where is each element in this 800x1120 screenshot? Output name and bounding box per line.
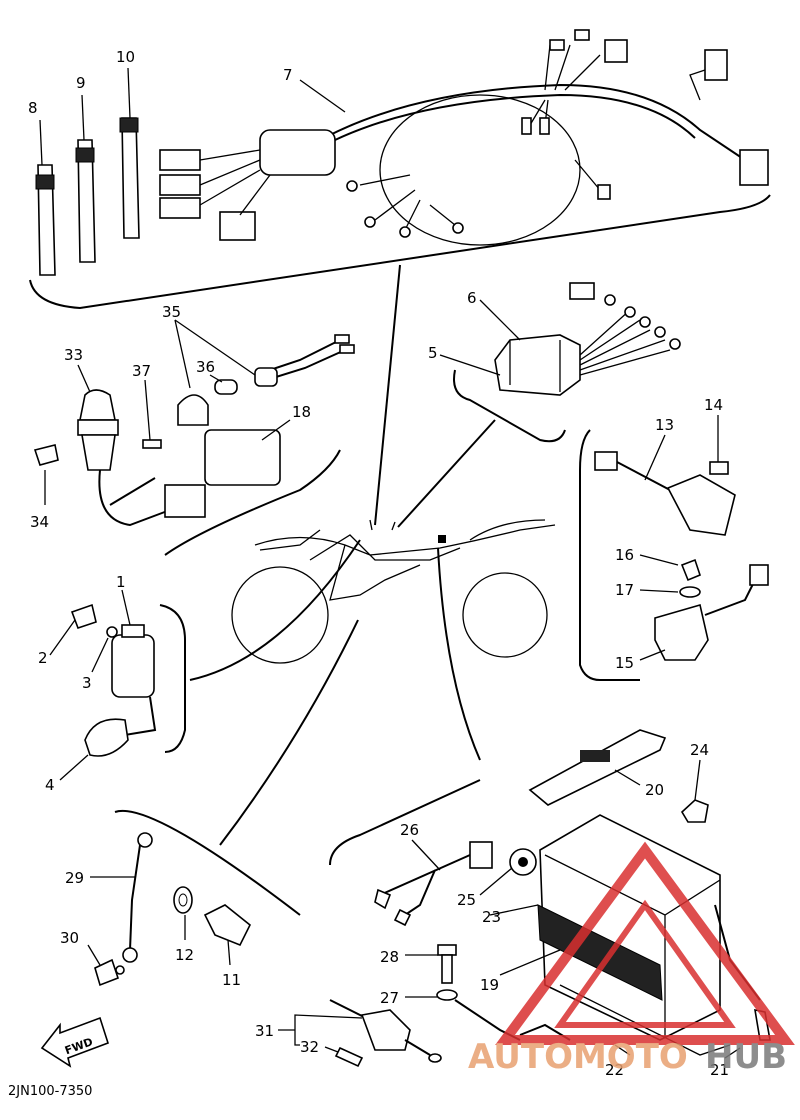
watermark-triangle-inner-icon (554, 899, 736, 1028)
callout-6: 6 (467, 289, 477, 307)
starter-relay-assy (654, 558, 769, 661)
motorcycle-silhouette (231, 519, 556, 664)
callout-9: 9 (76, 74, 86, 92)
watermark-text-b: HUB (705, 1037, 787, 1077)
watermark: AUTOMOTO HUB (468, 841, 795, 1077)
callout-21: 21 (710, 1061, 729, 1079)
callout-28: 28 (380, 948, 399, 966)
callout-22: 22 (605, 1061, 624, 1079)
callout-32: 32 (300, 1038, 319, 1056)
callout-19: 19 (480, 976, 499, 994)
cable-bands (35, 117, 140, 276)
callout-31: 31 (255, 1022, 274, 1040)
bolt-and-lead (436, 944, 521, 1041)
callout-24: 24 (690, 741, 709, 759)
callout-17: 17 (615, 581, 634, 599)
main-switch (33, 389, 206, 527)
callout-35: 35 (162, 303, 181, 321)
watermark-text-a: AUTOMOTO (468, 1037, 688, 1077)
callout-27: 27 (380, 989, 399, 1007)
callout-8: 8 (28, 99, 38, 117)
neutral-switch-assy (173, 886, 252, 947)
earth-lead (94, 832, 153, 987)
callout-15: 15 (615, 654, 634, 672)
callout-12: 12 (175, 946, 194, 964)
rectifier-assy (494, 282, 681, 396)
regulator-assy (594, 451, 736, 536)
callout-3: 3 (82, 674, 92, 692)
callout-25: 25 (457, 891, 476, 909)
callout-2: 2 (38, 649, 48, 667)
callout-34: 34 (30, 513, 49, 531)
callout-26: 26 (400, 821, 419, 839)
fwd-arrow: FWD (40, 1016, 109, 1068)
callout-10: 10 (116, 48, 135, 66)
callout-5: 5 (428, 344, 438, 362)
wire-harness (159, 29, 769, 246)
leader-arrows (189, 264, 496, 846)
ignition-coil-assy (70, 603, 157, 757)
callout-14: 14 (704, 396, 723, 414)
diagram-code: 2JN100-7350 (8, 1084, 92, 1099)
callout-leaders (39, 67, 741, 1059)
callout-numbers: 8 9 10 7 6 5 35 36 37 33 34 18 13 14 16 … (28, 48, 729, 1079)
watermark-triangle-icon (495, 841, 795, 1045)
callout-37: 37 (132, 362, 151, 380)
callout-11: 11 (222, 971, 241, 989)
callout-7: 7 (283, 66, 293, 84)
fuse-holder-assy (329, 999, 442, 1068)
callout-30: 30 (60, 929, 79, 947)
starter-cable-assy (374, 841, 537, 927)
group-boundaries (29, 194, 771, 916)
callout-29: 29 (65, 869, 84, 887)
callout-13: 13 (655, 416, 674, 434)
callout-16: 16 (615, 546, 634, 564)
battery-band-assy (528, 729, 709, 823)
callout-18: 18 (292, 403, 311, 421)
callout-20: 20 (645, 781, 664, 799)
callout-4: 4 (45, 776, 55, 794)
callout-33: 33 (64, 346, 83, 364)
callout-23: 23 (482, 908, 501, 926)
connector-assy (177, 334, 355, 486)
callout-1: 1 (116, 573, 126, 591)
callout-36: 36 (196, 358, 215, 376)
